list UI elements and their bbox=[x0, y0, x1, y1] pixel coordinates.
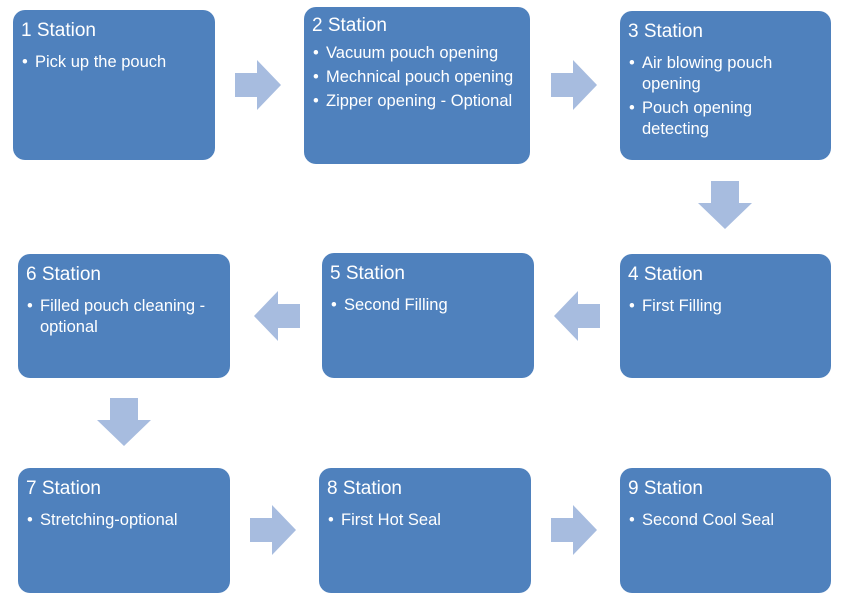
station-5-list: Second Filling bbox=[330, 295, 526, 316]
station-5-box: 5 Station Second Filling bbox=[322, 253, 534, 378]
station-9-list: Second Cool Seal bbox=[628, 510, 823, 531]
station-9-item-1: Second Cool Seal bbox=[628, 510, 823, 531]
station-4-box: 4 Station First Filling bbox=[620, 254, 831, 378]
arrow-right-icon bbox=[250, 505, 296, 555]
station-6-title: 6 Station bbox=[26, 264, 101, 285]
station-3-item-1: Air blowing pouch opening bbox=[628, 53, 823, 95]
station-1-box: 1 Station Pick up the pouch bbox=[13, 10, 215, 160]
station-7-box: 7 Station Stretching-optional bbox=[18, 468, 230, 593]
station-2-box: 2 Station Vacuum pouch opening Mechnical… bbox=[304, 7, 530, 164]
arrow-down-icon bbox=[97, 398, 151, 446]
station-9-title: 9 Station bbox=[628, 478, 703, 499]
station-1-item-1: Pick up the pouch bbox=[21, 52, 207, 73]
station-5-title: 5 Station bbox=[330, 263, 405, 284]
station-7-item-1: Stretching-optional bbox=[26, 510, 222, 531]
station-8-title: 8 Station bbox=[327, 478, 402, 499]
station-3-title: 3 Station bbox=[628, 21, 703, 42]
arrow-left-icon bbox=[254, 291, 300, 341]
station-8-item-1: First Hot Seal bbox=[327, 510, 523, 531]
station-2-title: 2 Station bbox=[312, 15, 387, 36]
arrow-left-icon bbox=[554, 291, 600, 341]
arrow-right-icon bbox=[551, 60, 597, 110]
station-6-list: Filled pouch cleaning -optional bbox=[26, 296, 222, 338]
arrow-down-icon bbox=[698, 181, 752, 229]
station-4-list: First Filling bbox=[628, 296, 823, 317]
station-3-item-2: Pouch opening detecting bbox=[628, 98, 823, 140]
station-3-list: Air blowing pouch opening Pouch opening … bbox=[628, 53, 823, 140]
arrow-right-icon bbox=[551, 505, 597, 555]
station-6-item-1: Filled pouch cleaning -optional bbox=[26, 296, 222, 338]
station-1-list: Pick up the pouch bbox=[21, 52, 207, 73]
station-8-list: First Hot Seal bbox=[327, 510, 523, 531]
station-2-item-2: Mechnical pouch opening bbox=[312, 67, 522, 88]
station-6-box: 6 Station Filled pouch cleaning -optiona… bbox=[18, 254, 230, 378]
station-7-list: Stretching-optional bbox=[26, 510, 222, 531]
station-8-box: 8 Station First Hot Seal bbox=[319, 468, 531, 593]
arrow-right-icon bbox=[235, 60, 281, 110]
station-3-box: 3 Station Air blowing pouch opening Pouc… bbox=[620, 11, 831, 160]
station-2-list: Vacuum pouch opening Mechnical pouch ope… bbox=[312, 43, 522, 112]
station-1-title: 1 Station bbox=[21, 20, 96, 41]
station-2-item-3: Zipper opening - Optional bbox=[312, 91, 522, 112]
station-2-item-1: Vacuum pouch opening bbox=[312, 43, 522, 64]
station-9-box: 9 Station Second Cool Seal bbox=[620, 468, 831, 593]
station-5-item-1: Second Filling bbox=[330, 295, 526, 316]
station-4-title: 4 Station bbox=[628, 264, 703, 285]
station-4-item-1: First Filling bbox=[628, 296, 823, 317]
station-7-title: 7 Station bbox=[26, 478, 101, 499]
